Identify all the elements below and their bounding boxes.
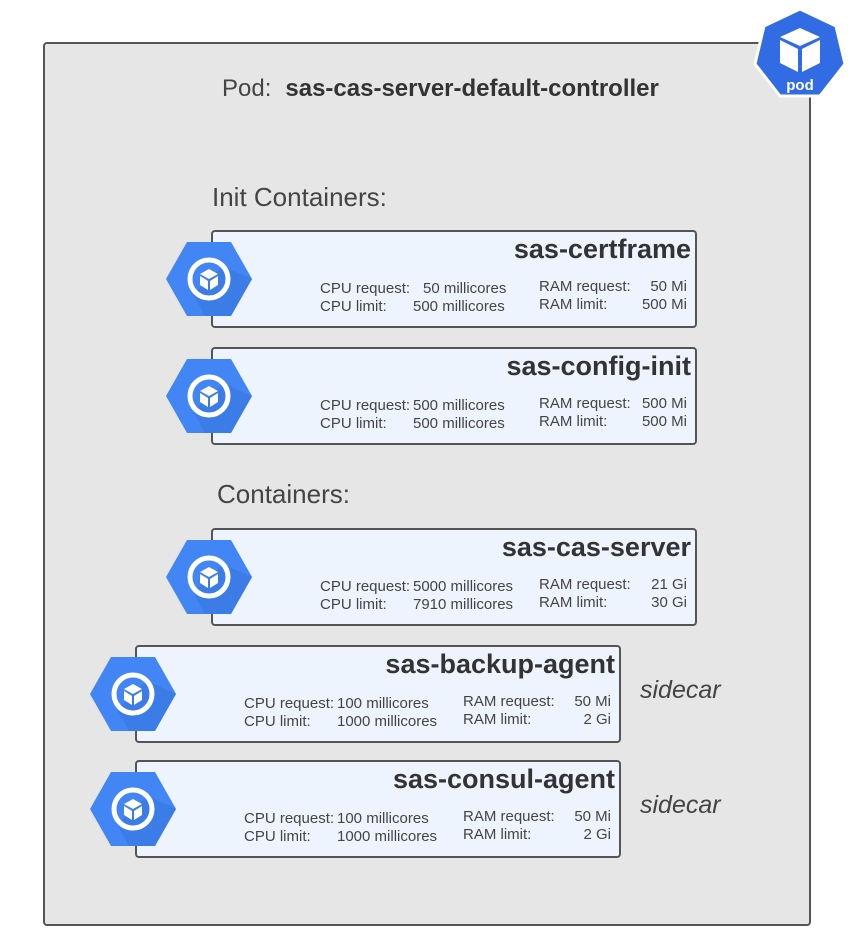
ram-limit-value: 30 Gi bbox=[651, 594, 687, 611]
sidecar-label: sidecar bbox=[640, 676, 721, 704]
ram-request-label: RAM request: bbox=[539, 278, 631, 295]
container-card: sas-config-init CPU request: CPU limit: … bbox=[211, 347, 697, 445]
pod-badge-label: pod bbox=[786, 77, 814, 94]
ram-limit-value: 500 Mi bbox=[641, 296, 687, 313]
cpu-request-value: 100 millicores bbox=[337, 810, 429, 827]
container-icon bbox=[165, 357, 253, 435]
container-name: sas-config-init bbox=[506, 351, 691, 381]
cpu-request-label: CPU request: bbox=[244, 695, 335, 712]
ram-request-label: RAM request: bbox=[463, 808, 555, 825]
cpu-limit-label: CPU limit: bbox=[244, 713, 311, 730]
ram-request-label: RAM request: bbox=[463, 693, 555, 710]
sidecar-label: sidecar bbox=[640, 791, 721, 819]
ram-request-value: 500 Mi bbox=[641, 395, 687, 412]
ram-limit-value: 500 Mi bbox=[641, 413, 687, 430]
ram-request-label: RAM request: bbox=[539, 576, 631, 593]
cpu-limit-value: 1000 millicores bbox=[337, 828, 438, 845]
pod-label: Pod: bbox=[222, 75, 272, 102]
cpu-limit-label: CPU limit: bbox=[320, 596, 387, 613]
container-name: sas-consul-agent bbox=[392, 764, 615, 794]
ram-limit-value: 2 Gi bbox=[583, 826, 611, 843]
container-name: sas-certframe bbox=[513, 234, 691, 264]
init-containers-heading: Init Containers: bbox=[212, 182, 387, 212]
container-card: sas-cas-server CPU request: CPU limit: 5… bbox=[211, 528, 697, 626]
ram-limit-label: RAM limit: bbox=[463, 711, 532, 728]
pod-name: sas-cas-server-default-controller bbox=[285, 75, 659, 102]
pod-title: Pod: sas-cas-server-default-controller bbox=[222, 75, 659, 103]
ram-limit-label: RAM limit: bbox=[539, 296, 608, 313]
container-name: sas-cas-server bbox=[501, 532, 691, 562]
ram-limit-label: RAM limit: bbox=[539, 594, 608, 611]
ram-request-value: 50 Mi bbox=[574, 693, 611, 710]
ram-request-value: 50 Mi bbox=[574, 808, 611, 825]
cpu-request-value: 50 millicores bbox=[423, 280, 507, 297]
ram-limit-label: RAM limit: bbox=[463, 826, 532, 843]
cpu-request-label: CPU request: bbox=[320, 397, 411, 414]
cpu-limit-value: 1000 millicores bbox=[337, 713, 438, 730]
cpu-limit-label: CPU limit: bbox=[320, 415, 387, 432]
container-card: sas-consul-agent CPU request: CPU limit:… bbox=[135, 760, 621, 858]
container-icon bbox=[165, 538, 253, 616]
cpu-request-label: CPU request: bbox=[320, 280, 411, 297]
ram-request-value: 50 Mi bbox=[650, 278, 687, 295]
cpu-request-value: 5000 millicores bbox=[413, 578, 514, 595]
container-icon bbox=[165, 240, 253, 318]
cpu-limit-value: 500 millicores bbox=[413, 415, 505, 432]
pod-cube-icon: pod bbox=[753, 7, 847, 98]
cpu-limit-label: CPU limit: bbox=[244, 828, 311, 845]
containers-heading: Containers: bbox=[217, 479, 350, 509]
cpu-limit-value: 500 millicores bbox=[413, 298, 505, 315]
cpu-limit-value: 7910 millicores bbox=[413, 596, 514, 613]
cpu-request-label: CPU request: bbox=[244, 810, 335, 827]
container-icon bbox=[89, 770, 177, 848]
cpu-limit-label: CPU limit: bbox=[320, 298, 387, 315]
container-card: sas-certframe CPU request: CPU limit: 50… bbox=[211, 230, 697, 328]
container-card: sas-backup-agent CPU request: CPU limit:… bbox=[135, 645, 621, 743]
ram-request-value: 21 Gi bbox=[651, 576, 687, 593]
cpu-request-label: CPU request: bbox=[320, 578, 411, 595]
ram-limit-value: 2 Gi bbox=[583, 711, 611, 728]
ram-request-label: RAM request: bbox=[539, 395, 631, 412]
ram-limit-label: RAM limit: bbox=[539, 413, 608, 430]
container-icon bbox=[89, 655, 177, 733]
cpu-request-value: 100 millicores bbox=[337, 695, 429, 712]
cpu-request-value: 500 millicores bbox=[413, 397, 505, 414]
container-name: sas-backup-agent bbox=[385, 649, 615, 679]
